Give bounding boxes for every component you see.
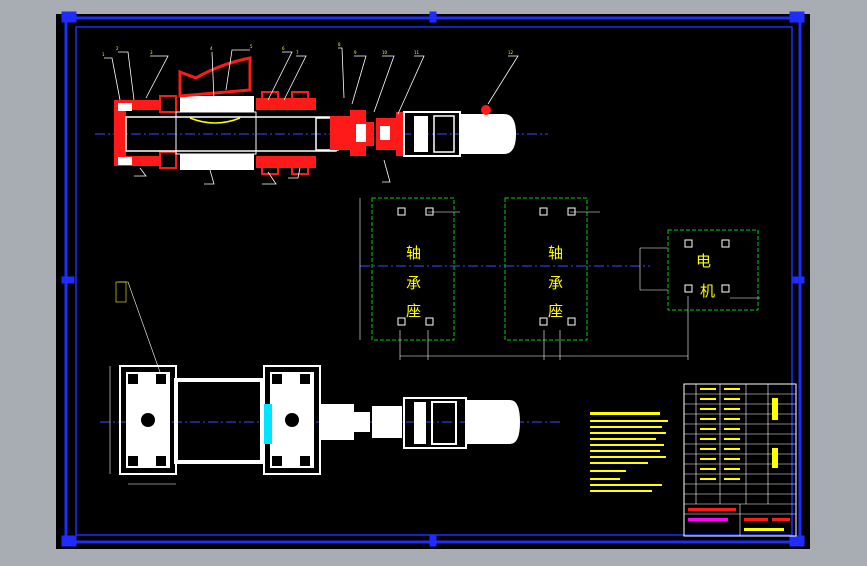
motor-char-2: 机 <box>700 282 715 300</box>
bearing-seat-2-char-3: 座 <box>548 302 563 320</box>
svg-text:9: 9 <box>354 50 357 55</box>
bearing-seat-2-char-2: 承 <box>548 274 563 292</box>
svg-text:1: 1 <box>102 52 105 57</box>
bearing-seat-1-outline <box>371 197 455 341</box>
svg-text:10: 10 <box>382 50 388 55</box>
bearing-seat-2-outline <box>504 197 588 341</box>
coupling-section <box>330 110 374 156</box>
hopper-section <box>178 56 252 98</box>
bearing-seat-2-char-1: 轴 <box>548 244 563 262</box>
drawing-frame <box>61 11 805 547</box>
bearing-seat-1-char-3: 座 <box>406 302 421 320</box>
svg-text:4: 4 <box>210 46 213 51</box>
svg-text:6: 6 <box>282 46 285 51</box>
svg-text:5: 5 <box>250 44 253 49</box>
svg-text:7: 7 <box>296 50 299 55</box>
layout-plan-view <box>359 197 760 360</box>
svg-text:11: 11 <box>414 50 420 55</box>
bearing-seat-1-char-2: 承 <box>406 274 421 292</box>
title-block <box>683 383 797 537</box>
svg-text:8: 8 <box>338 42 341 47</box>
motor-side <box>460 114 516 154</box>
svg-text:3: 3 <box>150 50 153 55</box>
svg-text:2: 2 <box>116 46 119 51</box>
motor-outline <box>667 229 759 311</box>
bearing-seat-1-char-1: 轴 <box>406 244 421 262</box>
drawing-sheet <box>56 14 810 549</box>
technical-notes <box>590 412 668 492</box>
motor-char-1: 电 <box>696 252 711 270</box>
svg-text:12: 12 <box>508 50 514 55</box>
plan-labels: 轴 承 座 轴 承 座 电 机 <box>406 244 715 320</box>
top-view-bottom <box>100 281 560 485</box>
